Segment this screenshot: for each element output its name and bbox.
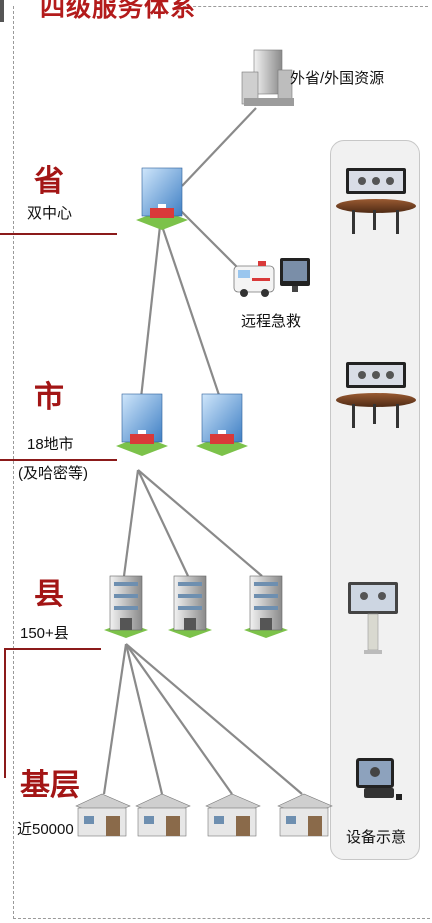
- link-province-city-2: [160, 225, 222, 399]
- device-illustration-label: 设备示意: [346, 829, 407, 846]
- link-province-external: [181, 107, 257, 187]
- external-building-icon: [241, 49, 294, 106]
- link-county-base-1: [102, 643, 128, 795]
- clinic-icon-1: [75, 793, 131, 837]
- device-panel: [330, 140, 420, 860]
- level-county-name: 县: [34, 578, 64, 611]
- link-city-county-1: [122, 469, 140, 577]
- link-county-base-2: [124, 643, 164, 795]
- level-county-bracket: [4, 648, 6, 778]
- level-county-underline: [4, 648, 101, 650]
- link-province-city-1: [139, 225, 162, 399]
- link-county-base-4: [125, 643, 303, 795]
- link-county-base-3: [125, 643, 233, 795]
- conference-room-device-icon-2: [336, 362, 416, 428]
- province-hospital-icon: [136, 167, 188, 230]
- level-city-desc-1: 18地市: [27, 436, 74, 453]
- county-hospital-icon-1: [104, 575, 148, 638]
- level-province-name: 省: [34, 165, 64, 198]
- top-dashed-border: [178, 6, 428, 7]
- level-base-desc: 近50000: [17, 821, 74, 838]
- level-county-desc: 150+县: [20, 625, 69, 642]
- city-hospital-icon-1: [116, 393, 168, 456]
- left-edge-bar: [0, 0, 4, 22]
- county-hospital-icon-3: [244, 575, 288, 638]
- clinic-icon-2: [135, 793, 191, 837]
- link-city-county-2: [137, 469, 189, 577]
- link-province-ambulance: [177, 207, 243, 273]
- level-city-underline: [0, 459, 117, 461]
- external-resources-label: 外省/外国资源: [290, 70, 385, 87]
- level-city-desc-2: (及哈密等): [18, 465, 88, 482]
- level-city-name: 市: [34, 381, 64, 414]
- connection-lines: [102, 107, 303, 795]
- link-city-county-3: [137, 469, 263, 577]
- remote-emergency-label: 远程急救: [241, 313, 302, 330]
- city-hospital-icon-2: [196, 393, 248, 456]
- dashed-frame: [13, 6, 430, 919]
- level-base-name: 基层: [20, 769, 80, 802]
- desktop-terminal-icon: [356, 758, 402, 800]
- level-province-underline: [0, 233, 117, 235]
- conference-room-device-icon-1: [336, 168, 416, 234]
- level-province-desc: 双中心: [27, 205, 73, 222]
- standing-terminal-icon: [348, 582, 398, 654]
- ambulance-monitor-icon: [280, 258, 310, 292]
- county-hospital-icon-2: [168, 575, 212, 638]
- diagram-title: 四级服务体系: [40, 0, 197, 22]
- clinic-icon-3: [205, 793, 261, 837]
- ambulance-icon: [233, 261, 275, 297]
- clinic-icon-4: [277, 793, 333, 837]
